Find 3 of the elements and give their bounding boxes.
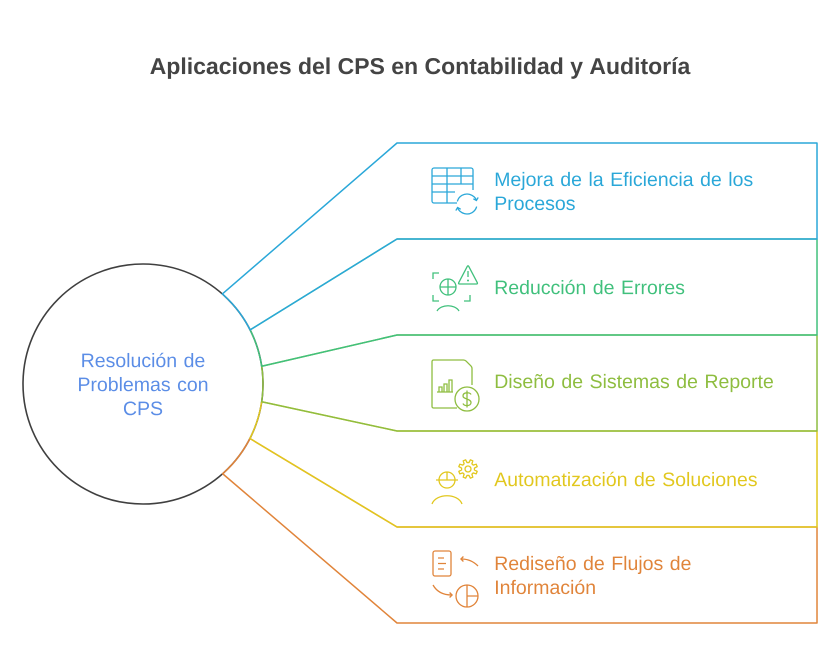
branch-band: Automatización de Soluciones	[249, 401, 818, 528]
branch-band: Diseño de Sistemas de Reporte	[260, 334, 818, 432]
title: Aplicaciones del CPS en Contabilidad y Auditoría	[150, 57, 690, 79]
